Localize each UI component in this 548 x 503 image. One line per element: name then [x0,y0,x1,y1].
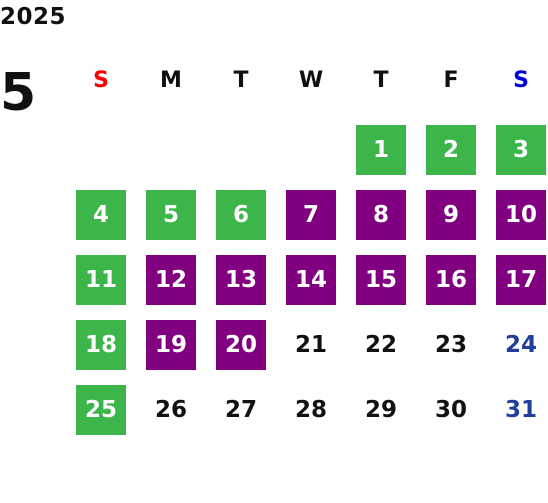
day-cell-4: 4 [76,190,126,240]
day-cell-23: 23 [434,332,467,358]
day-cell-14: 14 [286,255,336,305]
month-number: 5 [0,63,37,123]
day-cell-15: 15 [356,255,406,305]
year-label: 2025 [0,4,67,30]
weekday-thursday: T [373,68,389,93]
day-cell-9: 9 [426,190,476,240]
day-cell-25: 25 [76,385,126,435]
day-cell-17: 17 [496,255,546,305]
day-cell-13: 13 [216,255,266,305]
weekday-wednesday: W [298,68,324,93]
weekday-sunday: S [93,68,109,93]
weekday-saturday: S [513,68,529,93]
day-cell-27: 27 [224,397,257,423]
weekday-friday: F [443,68,459,93]
day-cell-2: 2 [426,125,476,175]
day-cell-19: 19 [146,320,196,370]
day-cell-7: 7 [286,190,336,240]
day-cell-8: 8 [356,190,406,240]
day-cell-28: 28 [294,397,327,423]
day-cell-5: 5 [146,190,196,240]
day-cell-31: 31 [504,397,537,423]
day-cell-30: 30 [434,397,467,423]
day-cell-3: 3 [496,125,546,175]
weekday-tuesday: T [233,68,249,93]
day-cell-16: 16 [426,255,476,305]
day-cell-6: 6 [216,190,266,240]
day-cell-18: 18 [76,320,126,370]
day-cell-20: 20 [216,320,266,370]
day-cell-26: 26 [154,397,187,423]
weekday-monday: M [160,68,182,93]
day-cell-11: 11 [76,255,126,305]
day-cell-22: 22 [364,332,397,358]
day-cell-10: 10 [496,190,546,240]
day-cell-12: 12 [146,255,196,305]
day-cell-24: 24 [504,332,537,358]
day-cell-1: 1 [356,125,406,175]
day-cell-29: 29 [364,397,397,423]
day-cell-21: 21 [294,332,327,358]
